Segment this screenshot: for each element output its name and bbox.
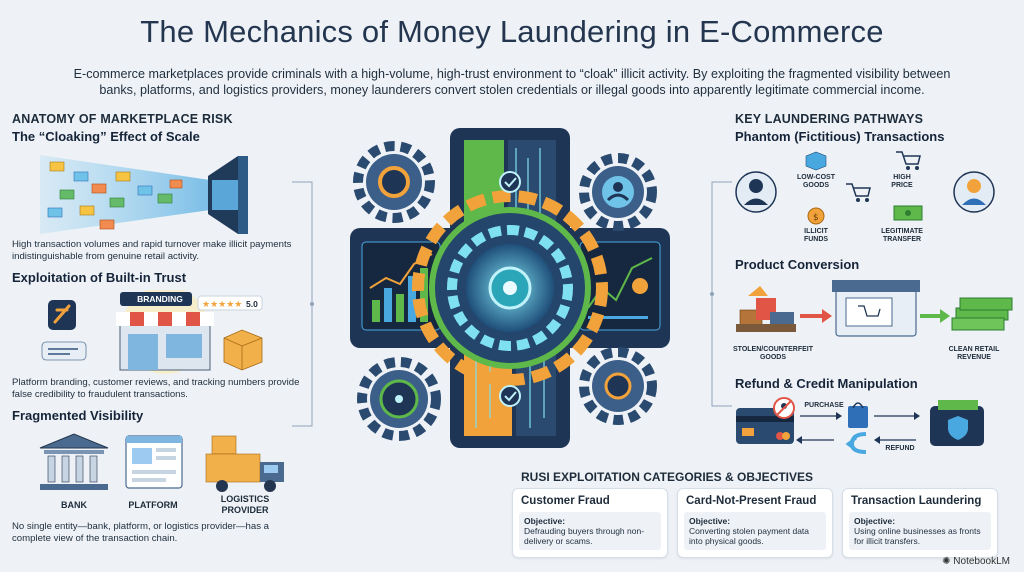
bank-icon bbox=[39, 433, 109, 490]
goods-pile-icon bbox=[736, 286, 796, 332]
envelope-icon bbox=[47, 161, 183, 230]
user-gear-icon bbox=[579, 153, 657, 231]
left-section-heading: ANATOMY OF MARKETPLACE RISK bbox=[12, 112, 233, 126]
purchase-label: PURCHASE bbox=[804, 402, 844, 409]
legit-line1: LEGITIMATE bbox=[881, 228, 923, 235]
delivery-truck-icon bbox=[205, 435, 284, 492]
cube-goods-icon bbox=[805, 151, 827, 171]
phantom-transaction-illustration: $ bbox=[735, 151, 995, 225]
platform-browser-icon bbox=[125, 435, 183, 489]
notebooklm-logo-icon: ✺ bbox=[942, 556, 954, 567]
rusi-card-customer-fraud: Customer Fraud Objective: Defrauding buy… bbox=[512, 488, 668, 558]
notebooklm-watermark: ✺ NotebookLM bbox=[942, 556, 1010, 567]
return-arrow-icon bbox=[845, 432, 867, 454]
wallet-icon bbox=[930, 400, 984, 446]
refund-manipulation-illustration bbox=[736, 397, 984, 454]
low-cost-line1: LOW-COST bbox=[797, 174, 835, 181]
clean-line2: REVENUE bbox=[957, 354, 991, 361]
card-objective-text: Converting stolen payment data into phys… bbox=[689, 526, 810, 546]
card-title: Card-Not-Present Fraud bbox=[686, 495, 817, 507]
platform-label: PLATFORM bbox=[128, 500, 178, 510]
network-gear-icon bbox=[357, 357, 441, 441]
trust-storefront-illustration: ★★★★★ bbox=[41, 290, 263, 374]
left-connector-bracket bbox=[292, 181, 314, 427]
illicit-line2: FUNDS bbox=[803, 236, 829, 243]
shopping-cart-icon bbox=[846, 151, 921, 202]
rating-value: 5.0 bbox=[246, 299, 258, 309]
illicit-line1: ILLICIT bbox=[804, 228, 828, 235]
right-connector-bracket bbox=[710, 181, 732, 407]
gear-icon bbox=[353, 141, 435, 223]
branding-label: BRANDING bbox=[137, 294, 183, 304]
person-icon bbox=[735, 171, 777, 213]
card-objective-label: Objective: bbox=[854, 516, 896, 526]
stolen-line1: STOLEN/COUNTERFEIT bbox=[733, 346, 813, 353]
refund-label: REFUND bbox=[885, 445, 915, 452]
fragmented-title: Fragmented Visibility bbox=[12, 408, 144, 423]
legit-line2: TRANSFER bbox=[882, 236, 922, 243]
cash-icon bbox=[893, 205, 923, 221]
card-objective-text: Defrauding buyers through non-delivery o… bbox=[524, 526, 645, 546]
fragmented-entities-illustration bbox=[39, 433, 284, 492]
check-badge-icon bbox=[499, 171, 521, 407]
conversion-title: Product Conversion bbox=[735, 257, 860, 272]
star-rating-icon: ★★★★★ bbox=[197, 295, 263, 311]
card-title: Transaction Laundering bbox=[851, 495, 982, 507]
page-subtitle: E-commerce marketplaces provide criminal… bbox=[73, 67, 951, 97]
cloaking-funnel-illustration bbox=[40, 155, 248, 234]
person-icon bbox=[953, 171, 995, 213]
rusi-heading: RUSI EXPLOITATION CATEGORIES & OBJECTIVE… bbox=[521, 470, 814, 484]
stolen-line2: GOODS bbox=[759, 354, 787, 361]
storefront-icon bbox=[116, 312, 214, 371]
rusi-card-transaction-laundering: Transaction Laundering Objective: Using … bbox=[842, 488, 998, 558]
blocked-user-icon bbox=[773, 397, 795, 419]
right-section-heading: KEY LAUNDERING PATHWAYS bbox=[735, 112, 924, 126]
svg-text:★★★★★: ★★★★★ bbox=[202, 300, 242, 310]
trust-title: Exploitation of Built-in Trust bbox=[12, 270, 187, 285]
refund-title: Refund & Credit Manipulation bbox=[735, 376, 918, 391]
high-price-line1: HIGH bbox=[893, 174, 911, 181]
cloaking-description: High transaction volumes and rapid turno… bbox=[12, 239, 292, 262]
trust-description: Platform branding, customer reviews, and… bbox=[12, 377, 300, 400]
coin-icon: $ bbox=[807, 207, 825, 225]
card-objective-label: Objective: bbox=[524, 516, 566, 526]
shopping-bag-icon bbox=[848, 402, 868, 428]
product-conversion-illustration bbox=[736, 280, 1013, 337]
small-gear-icon bbox=[579, 347, 657, 425]
bank-label: BANK bbox=[61, 500, 87, 510]
package-box-icon bbox=[223, 329, 263, 371]
storefront-kiosk-icon bbox=[832, 280, 920, 337]
cash-stack-icon bbox=[951, 297, 1013, 331]
low-cost-line2: GOODS bbox=[802, 182, 830, 189]
central-gear-machine-illustration bbox=[350, 128, 670, 448]
logistics-label-line1: LOGISTICS bbox=[220, 494, 270, 504]
chat-bubble-icon bbox=[41, 341, 87, 361]
clean-line1: CLEAN RETAIL bbox=[948, 346, 1000, 353]
card-objective-text: Using online businesses as fronts for il… bbox=[854, 526, 981, 546]
footer-text: NotebookLM bbox=[953, 556, 1010, 567]
phantom-title: Phantom (Fictitious) Transactions bbox=[735, 129, 945, 144]
rusi-card-card-not-present-fraud: Card-Not-Present Fraud Objective: Conver… bbox=[677, 488, 833, 558]
fragmented-description: No single entity—bank, platform, or logi… bbox=[12, 521, 270, 544]
cloaking-title: The “Cloaking” Effect of Scale bbox=[12, 129, 200, 144]
logistics-label-line2: PROVIDER bbox=[221, 505, 269, 515]
high-price-line2: PRICE bbox=[891, 182, 913, 189]
svg-text:$: $ bbox=[813, 213, 819, 223]
page-title: The Mechanics of Money Laundering in E-C… bbox=[140, 14, 884, 49]
card-objective-label: Objective: bbox=[689, 516, 731, 526]
shield-badge-icon bbox=[48, 300, 76, 330]
card-title: Customer Fraud bbox=[521, 495, 610, 507]
